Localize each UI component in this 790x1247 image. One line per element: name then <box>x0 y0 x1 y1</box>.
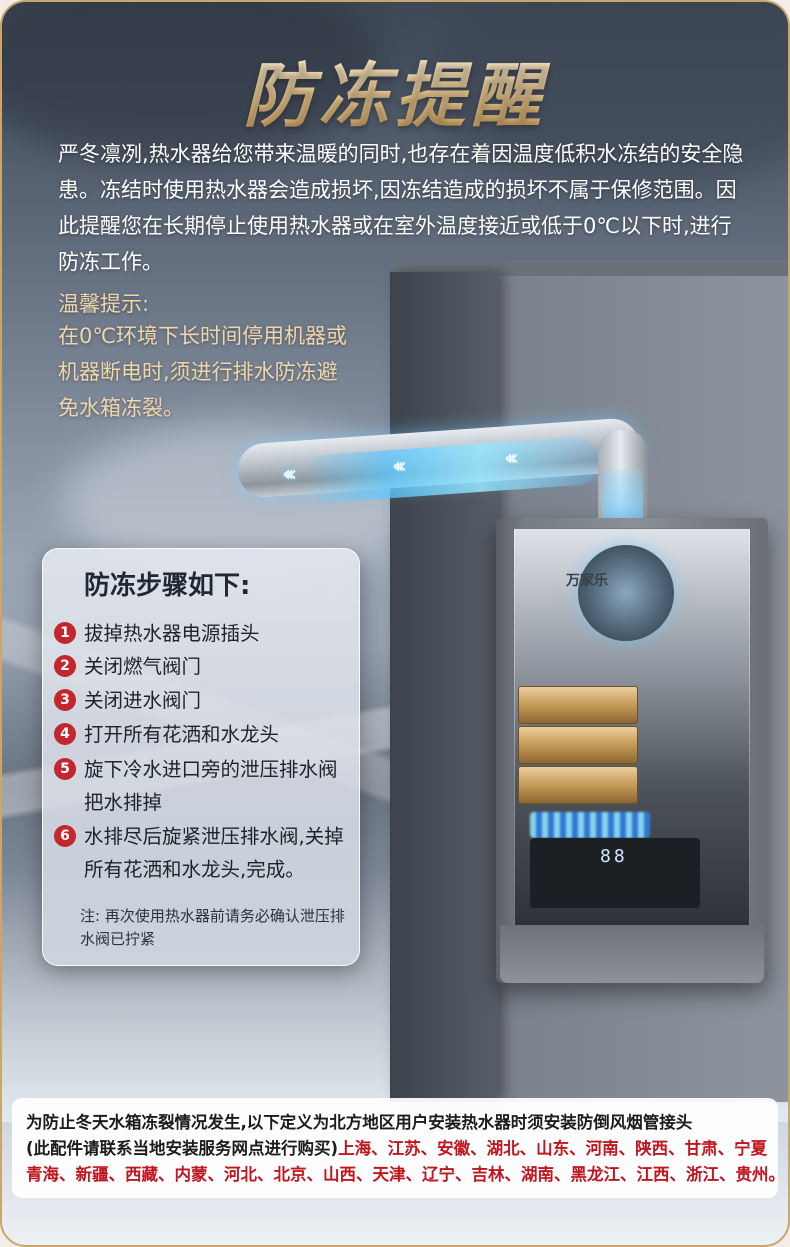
step-number: 6 <box>54 825 76 847</box>
notice-line-1: 为防止冬天水箱冻裂情况发生,以下定义为北方地区用户安装热水器时须安装防倒风烟管接… <box>26 1113 693 1132</box>
display-digits: 88 <box>600 846 628 867</box>
brand-logo: 万家乐 <box>566 573 608 589</box>
step-number: 2 <box>54 655 76 677</box>
steps-note: 注: 再次使用热水器前请务必确认泄压排水阀已拧紧 <box>80 907 345 948</box>
water-heater-bottom-cover <box>500 925 764 983</box>
intro-text: 严冬凛冽,热水器给您带来温暖的同时,也存在着因温度低积水冻结的安全隐患。冻结时使… <box>58 142 744 274</box>
step-text: 水排尽后旋紧泄压排水阀,关掉所有花洒和水龙头,完成。 <box>84 825 344 881</box>
notice-line-2: (此配件请联系当地安装服务网点进行购买)上海、江苏、安徽、湖北、山东、河南、陕西… <box>26 1136 776 1162</box>
notice-line-3: 青海、新疆、西藏、内蒙、河北、北京、山西、天津、辽宁、吉林、湖南、黑龙江、江西、… <box>26 1165 785 1184</box>
step-text: 关闭燃气阀门 <box>84 655 202 678</box>
fan-icon <box>578 545 674 641</box>
heat-exchanger <box>518 766 638 804</box>
page-title: 防冻提醒 <box>0 40 790 141</box>
airflow-chevron-icon: ‹‹‹ <box>504 446 519 471</box>
step-text: 旋下冷水进口旁的泄压排水阀把水排掉 <box>84 758 338 814</box>
notice-purchase-note: (此配件请联系当地安装服务网点进行购买) <box>26 1139 339 1158</box>
step-item: 6 水排尽后旋紧泄压排水阀,关掉所有花洒和水龙头,完成。 <box>54 820 354 886</box>
steps-title: 防冻步骤如下: <box>84 571 251 601</box>
airflow-chevron-icon: ‹‹‹ <box>282 462 297 487</box>
heat-exchanger <box>518 726 638 764</box>
step-item: 1 拔掉热水器电源插头 <box>54 617 354 650</box>
step-text: 打开所有花洒和水龙头 <box>84 723 280 746</box>
step-number: 1 <box>54 622 76 644</box>
tip-label: 温馨提示: <box>58 292 150 316</box>
control-board <box>530 838 700 908</box>
step-item: 4 打开所有花洒和水龙头 <box>54 718 354 751</box>
step-number: 3 <box>54 689 76 711</box>
notice-regions: 上海、江苏、安徽、湖北、山东、河南、陕西、甘肃、宁夏 <box>338 1139 768 1158</box>
step-text: 关闭进水阀门 <box>84 689 202 712</box>
step-text: 拔掉热水器电源插头 <box>84 622 260 645</box>
wall-pillar <box>390 272 498 1102</box>
step-item: 2 关闭燃气阀门 <box>54 650 354 683</box>
step-number: 5 <box>54 758 76 780</box>
tip-text: 在0℃环境下长时间停用机器或机器断电时,须进行排水防冻避免水箱冻裂。 <box>58 324 347 420</box>
bottom-notice-box <box>12 1098 778 1198</box>
airflow-chevron-icon: ‹‹‹ <box>392 454 407 479</box>
step-item: 5 旋下冷水进口旁的泄压排水阀把水排掉 <box>54 753 354 819</box>
step-number: 4 <box>54 723 76 745</box>
burner-flame <box>530 812 650 838</box>
steps-panel <box>42 548 360 966</box>
heat-exchanger <box>518 686 638 724</box>
step-item: 3 关闭进水阀门 <box>54 684 354 717</box>
